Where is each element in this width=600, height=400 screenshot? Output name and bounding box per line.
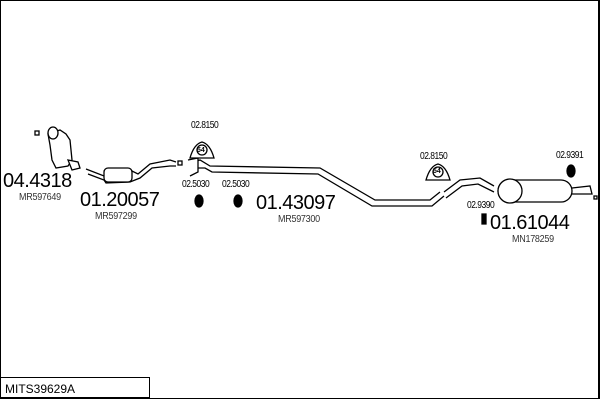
- hardware-number: 02.9390: [467, 200, 495, 211]
- hanger-mark: 54: [433, 168, 441, 175]
- part-number: 01.20057: [80, 189, 160, 211]
- diagram-code: MITS39629A: [0, 377, 150, 398]
- hanger-mark: 54: [197, 147, 205, 154]
- part-number: 01.43097: [256, 192, 336, 214]
- hardware-number: 02.5030: [182, 179, 210, 190]
- hardware-number: 02.9391: [556, 150, 584, 161]
- part-number: 01.61044: [490, 212, 570, 234]
- part-reference: MR597300: [278, 214, 320, 225]
- rear-silencer: [443, 177, 598, 204]
- hardware-number: 02.8150: [420, 151, 448, 162]
- catalytic-converter: [34, 126, 81, 171]
- part-reference: MN178259: [512, 234, 554, 245]
- hardware-number: 02.8150: [191, 120, 219, 131]
- hanger-icons: [189, 141, 576, 225]
- middle-pipe: [187, 157, 445, 207]
- part-reference: MR597649: [19, 192, 61, 203]
- front-pipe: [85, 159, 183, 184]
- part-number: 04.4318: [3, 170, 72, 192]
- hardware-number: 02.5030: [222, 179, 250, 190]
- part-reference: MR597299: [95, 211, 137, 222]
